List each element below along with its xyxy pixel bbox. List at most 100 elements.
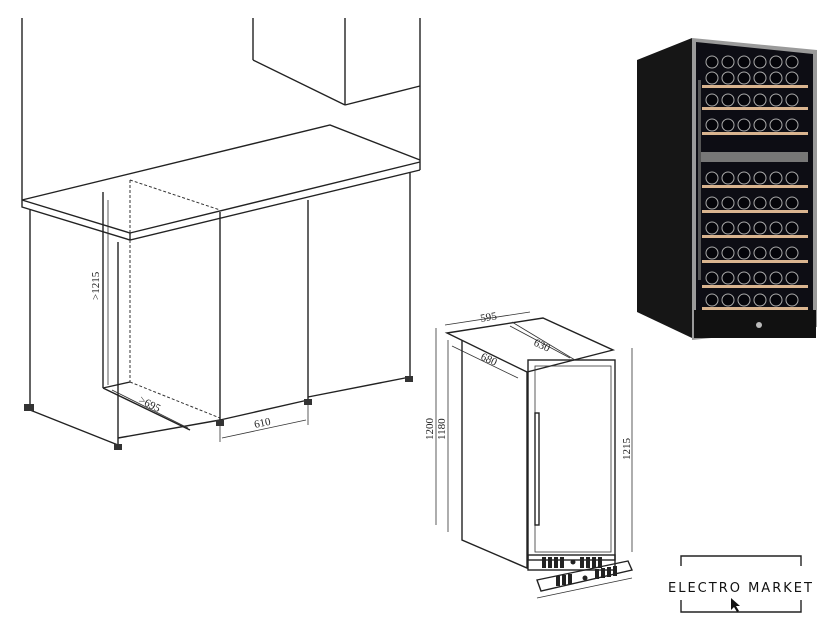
wine-bottle [721,271,735,285]
cooler-side-panel [637,38,692,338]
wine-bottle [721,246,735,260]
wine-bottle [753,221,767,235]
wine-bottle [721,221,735,235]
wine-bottle [705,55,719,69]
wine-bottle [753,246,767,260]
wine-bottle [737,55,751,69]
depth-min-label: >695 [137,394,163,415]
wine-bottle [785,293,799,307]
wine-bottle [737,93,751,107]
wooden-shelf [702,235,808,238]
wine-bottle [737,196,751,210]
wine-bottle [769,93,783,107]
body-height-label: 1180 [436,418,448,440]
appliance-door [527,359,616,561]
wine-bottle [705,93,719,107]
wine-cooler-photo [637,38,817,340]
height-min-label: >1215 [90,271,102,300]
wine-bottle [769,118,783,132]
wine-bottle [769,221,783,235]
wine-bottle [737,246,751,260]
wooden-shelf [702,260,808,263]
control-panel [700,152,808,162]
brand-logo: ELECTRO MARKET [668,555,814,613]
lock-icon [756,322,762,328]
countertop [21,124,421,241]
wine-bottle [785,221,799,235]
wine-bottle [769,293,783,307]
wine-bottle [753,196,767,210]
wine-bottle [737,271,751,285]
wine-bottle [753,55,767,69]
installation-drawing: >1215 >695 610 [21,18,421,450]
wine-bottle [721,71,735,85]
wooden-shelf [702,185,808,188]
appliance-drawing: 595 630 680 1200 1180 1215 [424,310,633,599]
brand-name: ELECTRO MARKET [668,581,814,596]
wine-bottle [705,171,719,185]
left-base-cabinet [24,210,122,450]
wine-bottle [705,293,719,307]
wine-bottle [737,118,751,132]
wooden-shelf [702,285,808,288]
depth-min-dimension-line [111,389,189,429]
wine-bottle [785,93,799,107]
wine-bottle [721,55,735,69]
wine-bottle [705,221,719,235]
wooden-shelf [702,85,808,88]
adjustable-height-label: 1215 [621,438,633,461]
door-open-depth-dimension-line [451,345,519,379]
wine-bottle [769,246,783,260]
wine-bottle [785,71,799,85]
width-label: 610 [253,416,272,431]
wine-bottle [753,118,767,132]
base-grille [527,554,616,571]
appliance-top [444,317,616,373]
total-height-label: 1200 [424,418,436,441]
depth-dimension-line [511,321,576,361]
wine-bottle [705,246,719,260]
wine-bottle [737,171,751,185]
wine-bottle [769,196,783,210]
wine-bottle [753,271,767,285]
wine-bottle [753,171,767,185]
width-dimension-line [444,311,531,326]
wooden-shelf [702,107,808,110]
door-open-depth-label: 680 [479,351,499,369]
wine-bottle [753,293,767,307]
appliance-side [461,340,528,570]
right-base-cabinets [216,172,413,426]
wine-bottle [785,171,799,185]
wine-bottle [769,55,783,69]
cursor-icon [731,598,740,612]
wine-bottle [737,221,751,235]
wooden-shelf [702,132,808,135]
wine-bottle [705,71,719,85]
wall-cabinet [252,18,421,170]
appliance-niche [102,179,221,439]
width-dimension-line [221,419,307,439]
wine-bottle [785,196,799,210]
wine-bottle [721,93,735,107]
width-label: 595 [479,310,498,325]
kick-plate-detail [536,560,633,599]
wine-bottle [721,293,735,307]
wine-bottle [785,271,799,285]
wine-bottle [737,71,751,85]
wine-bottle [785,246,799,260]
wooden-shelf [702,210,808,213]
wine-bottle [721,171,735,185]
cooler-handle [698,80,701,280]
wine-bottle [705,196,719,210]
wine-bottle [753,71,767,85]
wine-bottle [721,196,735,210]
wine-bottle [785,118,799,132]
wine-bottle [753,93,767,107]
wine-bottle [721,118,735,132]
cooler-base-grille [694,310,816,338]
wooden-shelf [702,307,808,310]
wine-bottle [769,71,783,85]
wine-shelves [702,55,808,310]
